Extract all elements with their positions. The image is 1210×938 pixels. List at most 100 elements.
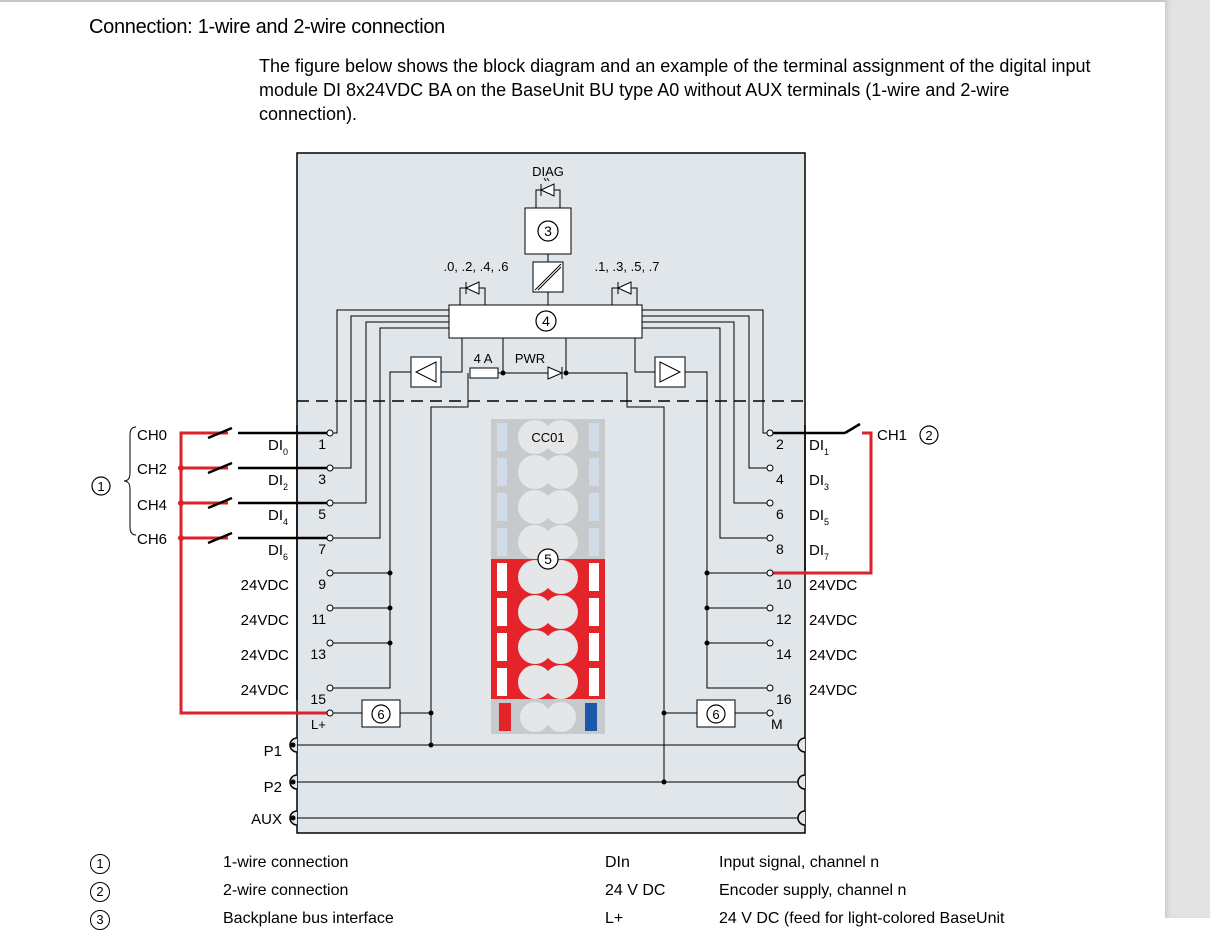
l-plus-label: L+ (311, 717, 326, 732)
terminal-point (766, 684, 774, 692)
legend-text: 2-wire connection (223, 882, 349, 899)
channel-group-brace (123, 426, 137, 536)
terminal-screw (518, 420, 552, 454)
channel-label-ch1: CH1 (877, 427, 907, 444)
terminal-red-marker (499, 703, 511, 731)
supply-label-right: 24VDC (809, 612, 858, 629)
terminal-block: CC01 5 (491, 419, 605, 734)
supply-label-right: 24VDC (809, 577, 858, 594)
supply-label-left: 24VDC (241, 612, 290, 629)
terminal-point (326, 534, 334, 542)
terminal-point (326, 499, 334, 507)
section-title: Connection: 1-wire and 2-wire connection (89, 16, 445, 38)
top-divider (0, 0, 1165, 2)
block-diagram: DIAG 3 .0, .2, .4, .6 .1, .3, .5, .7 (91, 152, 939, 834)
bus-label-aux: AUX (251, 811, 282, 828)
supply-label-right: 24VDC (809, 647, 858, 664)
supply-wiring (430, 338, 665, 782)
callout-6-right (706, 704, 726, 724)
di-label-right: DI7 (809, 542, 829, 562)
terminal-number-left: 3 (318, 471, 326, 487)
terminal-point (326, 569, 334, 577)
terminal-number-left: 9 (318, 576, 326, 592)
terminal-screw (544, 455, 578, 489)
terminal-number-left: 5 (318, 506, 326, 522)
svg-text:3: 3 (544, 223, 552, 239)
supply-label-left: 24VDC (241, 682, 290, 699)
svg-text:5: 5 (544, 551, 552, 567)
legend-value: Encoder supply, channel n (719, 882, 907, 899)
legend-key: L+ (605, 910, 624, 927)
scrollbar-gutter[interactable] (1165, 0, 1210, 918)
supply-label-left: 24VDC (241, 577, 290, 594)
di-label-right: DI5 (809, 507, 829, 527)
callout-4 (535, 310, 557, 332)
legend-row: 1 1-wire connection DIn Input signal, ch… (0, 854, 1165, 882)
terminal-screw (518, 455, 552, 489)
svg-text:4: 4 (542, 313, 550, 329)
pwr-led-icon (547, 366, 564, 380)
terminal-screw (518, 595, 552, 629)
terminal-point (326, 684, 334, 692)
diag-led-icon (535, 177, 561, 208)
terminal-point (766, 464, 774, 472)
terminal-screw (518, 630, 552, 664)
pwr-label: PWR (515, 351, 545, 366)
di-label-right: DI3 (809, 472, 829, 492)
legend-value: 24 V DC (feed for light-colored BaseUnit (719, 910, 1005, 927)
right-2wire-connection (770, 422, 873, 575)
terminal-number-left: 7 (318, 541, 326, 557)
left-channel-wires (330, 309, 463, 689)
legend-text: Backplane bus interface (223, 910, 394, 927)
legend-number: 1 (90, 854, 110, 874)
led-group-left-label: .0, .2, .4, .6 (443, 259, 508, 274)
bus-label-p2: P2 (264, 779, 282, 796)
di-label-left: DI6 (268, 542, 288, 562)
channel-label-ch2: CH2 (137, 461, 167, 478)
di-label-left: DI4 (268, 507, 288, 527)
terminal-point (326, 464, 334, 472)
terminal-screw (544, 665, 578, 699)
legend-number: 2 (90, 882, 110, 902)
callout-3 (537, 220, 559, 242)
bus-label-p1: P1 (264, 743, 282, 760)
terminal-screw (544, 490, 578, 524)
input-amplifier-right-icon (654, 356, 686, 388)
terminal-point (766, 709, 774, 717)
terminal-point (326, 639, 334, 647)
terminal-point (766, 639, 774, 647)
diag-label: DIAG (532, 164, 564, 179)
terminal-number-right: 8 (776, 541, 784, 557)
terminal-number-right: 16 (776, 691, 792, 707)
bus-connectors (289, 737, 806, 826)
terminal-screw (544, 420, 578, 454)
terminal-point (766, 429, 774, 437)
terminal-number-left: 11 (311, 611, 326, 627)
terminal-number-right: 2 (776, 436, 784, 452)
svg-text:2: 2 (925, 428, 932, 443)
left-channel-switches (207, 426, 330, 545)
legend-key: DIn (605, 854, 630, 871)
callout-5 (537, 548, 559, 570)
di-label-left: DI2 (268, 472, 288, 492)
legend-key: 24 V DC (605, 882, 666, 899)
channel-label-ch6: CH6 (137, 531, 167, 548)
intro-paragraph: The figure below shows the block diagram… (259, 56, 1091, 124)
legend-row: 2 2-wire connection 24 V DC Encoder supp… (0, 882, 1165, 910)
callout-1 (91, 476, 111, 496)
di-label-left: DI0 (268, 437, 288, 457)
supply-label-right: 24VDC (809, 682, 858, 699)
status-led-right-icon (611, 281, 638, 305)
terminal-number-right: 14 (776, 646, 792, 662)
terminal-number-right: 12 (776, 611, 792, 627)
terminal-screw (544, 630, 578, 664)
channel-label-ch4: CH4 (137, 497, 167, 514)
status-led-left-icon (459, 281, 486, 305)
terminal-point (326, 709, 334, 717)
legend-number: 3 (90, 910, 110, 930)
terminal-number-right: 10 (776, 576, 792, 592)
terminal-point (326, 429, 334, 437)
left-supply-wires (297, 572, 805, 819)
document-page: Connection: 1-wire and 2-wire connection… (0, 0, 1165, 930)
fuse-label: 4 A (474, 351, 493, 366)
